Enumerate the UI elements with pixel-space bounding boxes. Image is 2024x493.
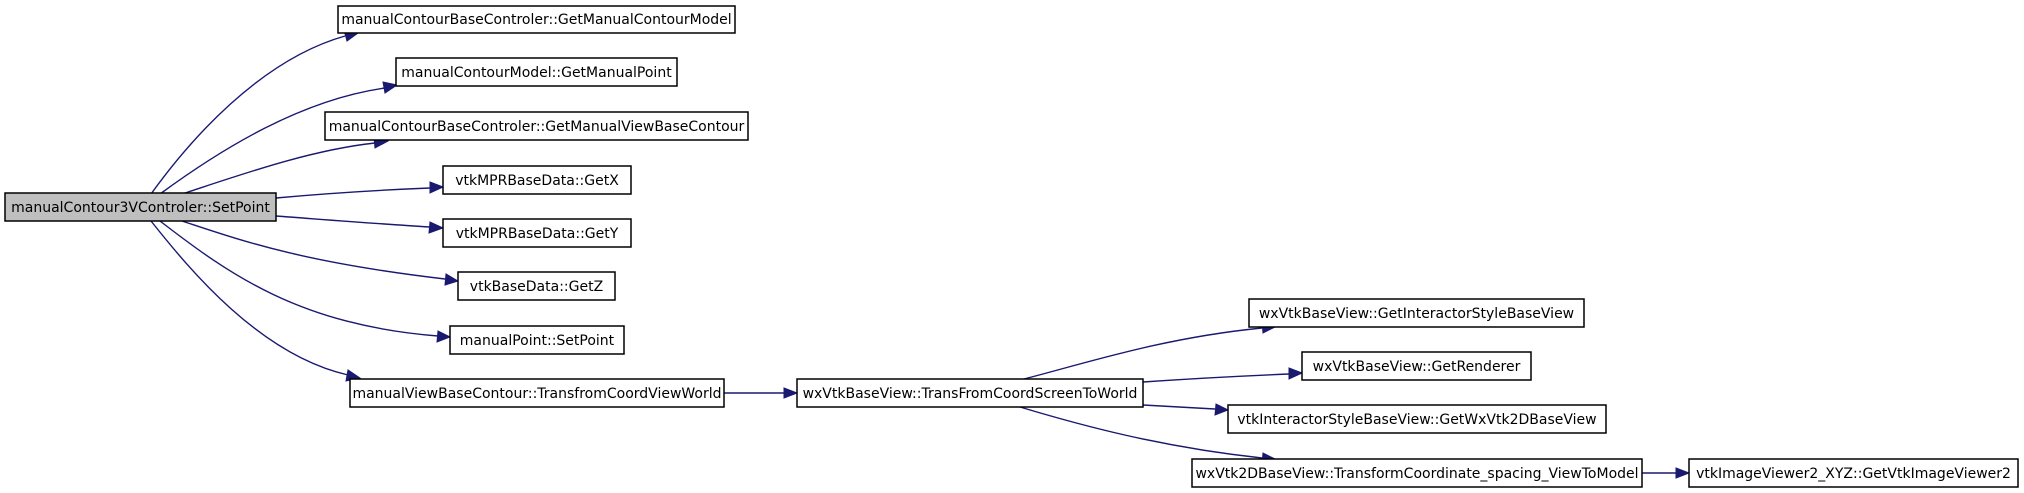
node-transform-coordinate-spacing[interactable]: wxVtk2DBaseView::TransformCoordinate_spa…	[1191, 458, 1643, 488]
node-get-wx-vtk-2d-base-view[interactable]: vtkInteractorStyleBaseView::GetWxVtk2DBa…	[1227, 404, 1607, 434]
node-box	[337, 5, 736, 34]
arrowhead-icon	[382, 81, 399, 94]
node-box	[796, 378, 1144, 408]
node-label: manualContour3VControler::SetPoint	[11, 200, 270, 216]
edge-screen-to-world-to-get-wx-vtk-2d	[1142, 404, 1216, 410]
node-manual-point-set-point[interactable]: manualPoint::SetPoint	[449, 325, 625, 355]
node-box	[349, 378, 725, 408]
node-label: manualPoint::SetPoint	[460, 333, 615, 349]
node-box	[4, 192, 277, 222]
node-box	[1688, 458, 2019, 488]
node-root[interactable]: manualContour3VControler::SetPoint	[4, 192, 277, 222]
node-box	[449, 325, 625, 355]
arrowhead-icon	[429, 181, 445, 194]
node-box	[442, 165, 632, 195]
edge-root-to-manual-point-set-point	[159, 220, 439, 337]
edge-screen-to-world-to-interactor-style	[1019, 327, 1263, 381]
node-get-z[interactable]: vtkBaseData::GetZ	[457, 271, 616, 301]
node-box	[442, 218, 632, 248]
node-label: wxVtkBaseView::GetRenderer	[1313, 359, 1521, 375]
node-get-renderer[interactable]: wxVtkBaseView::GetRenderer	[1301, 351, 1532, 381]
node-box	[457, 271, 616, 301]
node-label: wxVtkBaseView::GetInteractorStyleBaseVie…	[1259, 306, 1574, 322]
node-get-vtk-image-viewer2[interactable]: vtkImageViewer2_XYZ::GetVtkImageViewer2	[1688, 458, 2019, 488]
node-get-x[interactable]: vtkMPRBaseData::GetX	[442, 165, 632, 195]
node-box	[1227, 404, 1607, 434]
edge-root-to-get-x	[275, 187, 431, 199]
edge-root-to-get-y	[275, 215, 431, 228]
node-label: vtkMPRBaseData::GetX	[455, 173, 619, 189]
node-get-manual-point[interactable]: manualContourModel::GetManualPoint	[395, 57, 678, 87]
node-label: wxVtkBaseView::TransFromCoordScreenToWor…	[803, 386, 1138, 402]
node-transfrom-coord-view-world[interactable]: manualViewBaseContour::TransfromCoordVie…	[349, 378, 725, 408]
edge-screen-to-world-to-transform-coordinate	[1019, 406, 1263, 459]
node-label: manualContourModel::GetManualPoint	[401, 65, 672, 81]
node-box	[1301, 351, 1532, 381]
node-get-manual-view-base-contour[interactable]: manualContourBaseControler::GetManualVie…	[324, 111, 749, 141]
arrowhead-icon	[428, 221, 445, 234]
node-box	[324, 111, 749, 141]
node-label: manualContourBaseControler::GetManualVie…	[329, 119, 745, 135]
node-label: vtkInteractorStyleBaseView::GetWxVtk2DBa…	[1237, 412, 1596, 428]
arrowhead-icon	[444, 273, 460, 286]
edge-root-to-get-manual-contour-model	[150, 35, 346, 195]
node-box	[395, 57, 678, 87]
node-trans-from-coord-screen-to-world[interactable]: wxVtkBaseView::TransFromCoordScreenToWor…	[796, 378, 1144, 408]
edge-root-to-get-z	[181, 220, 446, 280]
arrowhead-icon	[436, 330, 452, 343]
edge-screen-to-world-to-get-renderer	[1142, 373, 1290, 383]
node-label: manualViewBaseContour::TransfromCoordVie…	[352, 386, 721, 402]
node-label: wxVtk2DBaseView::TransformCoordinate_spa…	[1195, 466, 1638, 482]
arrowhead-icon	[1214, 403, 1230, 416]
arrowhead-icon	[1675, 467, 1691, 479]
node-get-interactor-style-base-view[interactable]: wxVtkBaseView::GetInteractorStyleBaseVie…	[1248, 298, 1585, 328]
edge-root-to-get-manual-view-base-contour	[181, 142, 376, 195]
node-get-y[interactable]: vtkMPRBaseData::GetY	[442, 218, 632, 248]
node-box	[1191, 458, 1643, 488]
edge-root-to-transfrom-coord-view-world	[150, 220, 349, 376]
node-label: vtkBaseData::GetZ	[470, 279, 603, 295]
node-label: vtkImageViewer2_XYZ::GetVtkImageViewer2	[1696, 466, 2011, 482]
edge-root-to-get-manual-point	[159, 87, 386, 195]
node-get-manual-contour-model[interactable]: manualContourBaseControler::GetManualCon…	[337, 5, 736, 34]
arrowhead-icon	[783, 387, 799, 399]
node-label: manualContourBaseControler::GetManualCon…	[341, 12, 731, 28]
arrowhead-icon	[1288, 367, 1304, 380]
node-box	[1248, 298, 1585, 328]
nodes: manualContour3VControler::SetPoint manua…	[4, 5, 2019, 488]
node-label: vtkMPRBaseData::GetY	[456, 226, 619, 242]
